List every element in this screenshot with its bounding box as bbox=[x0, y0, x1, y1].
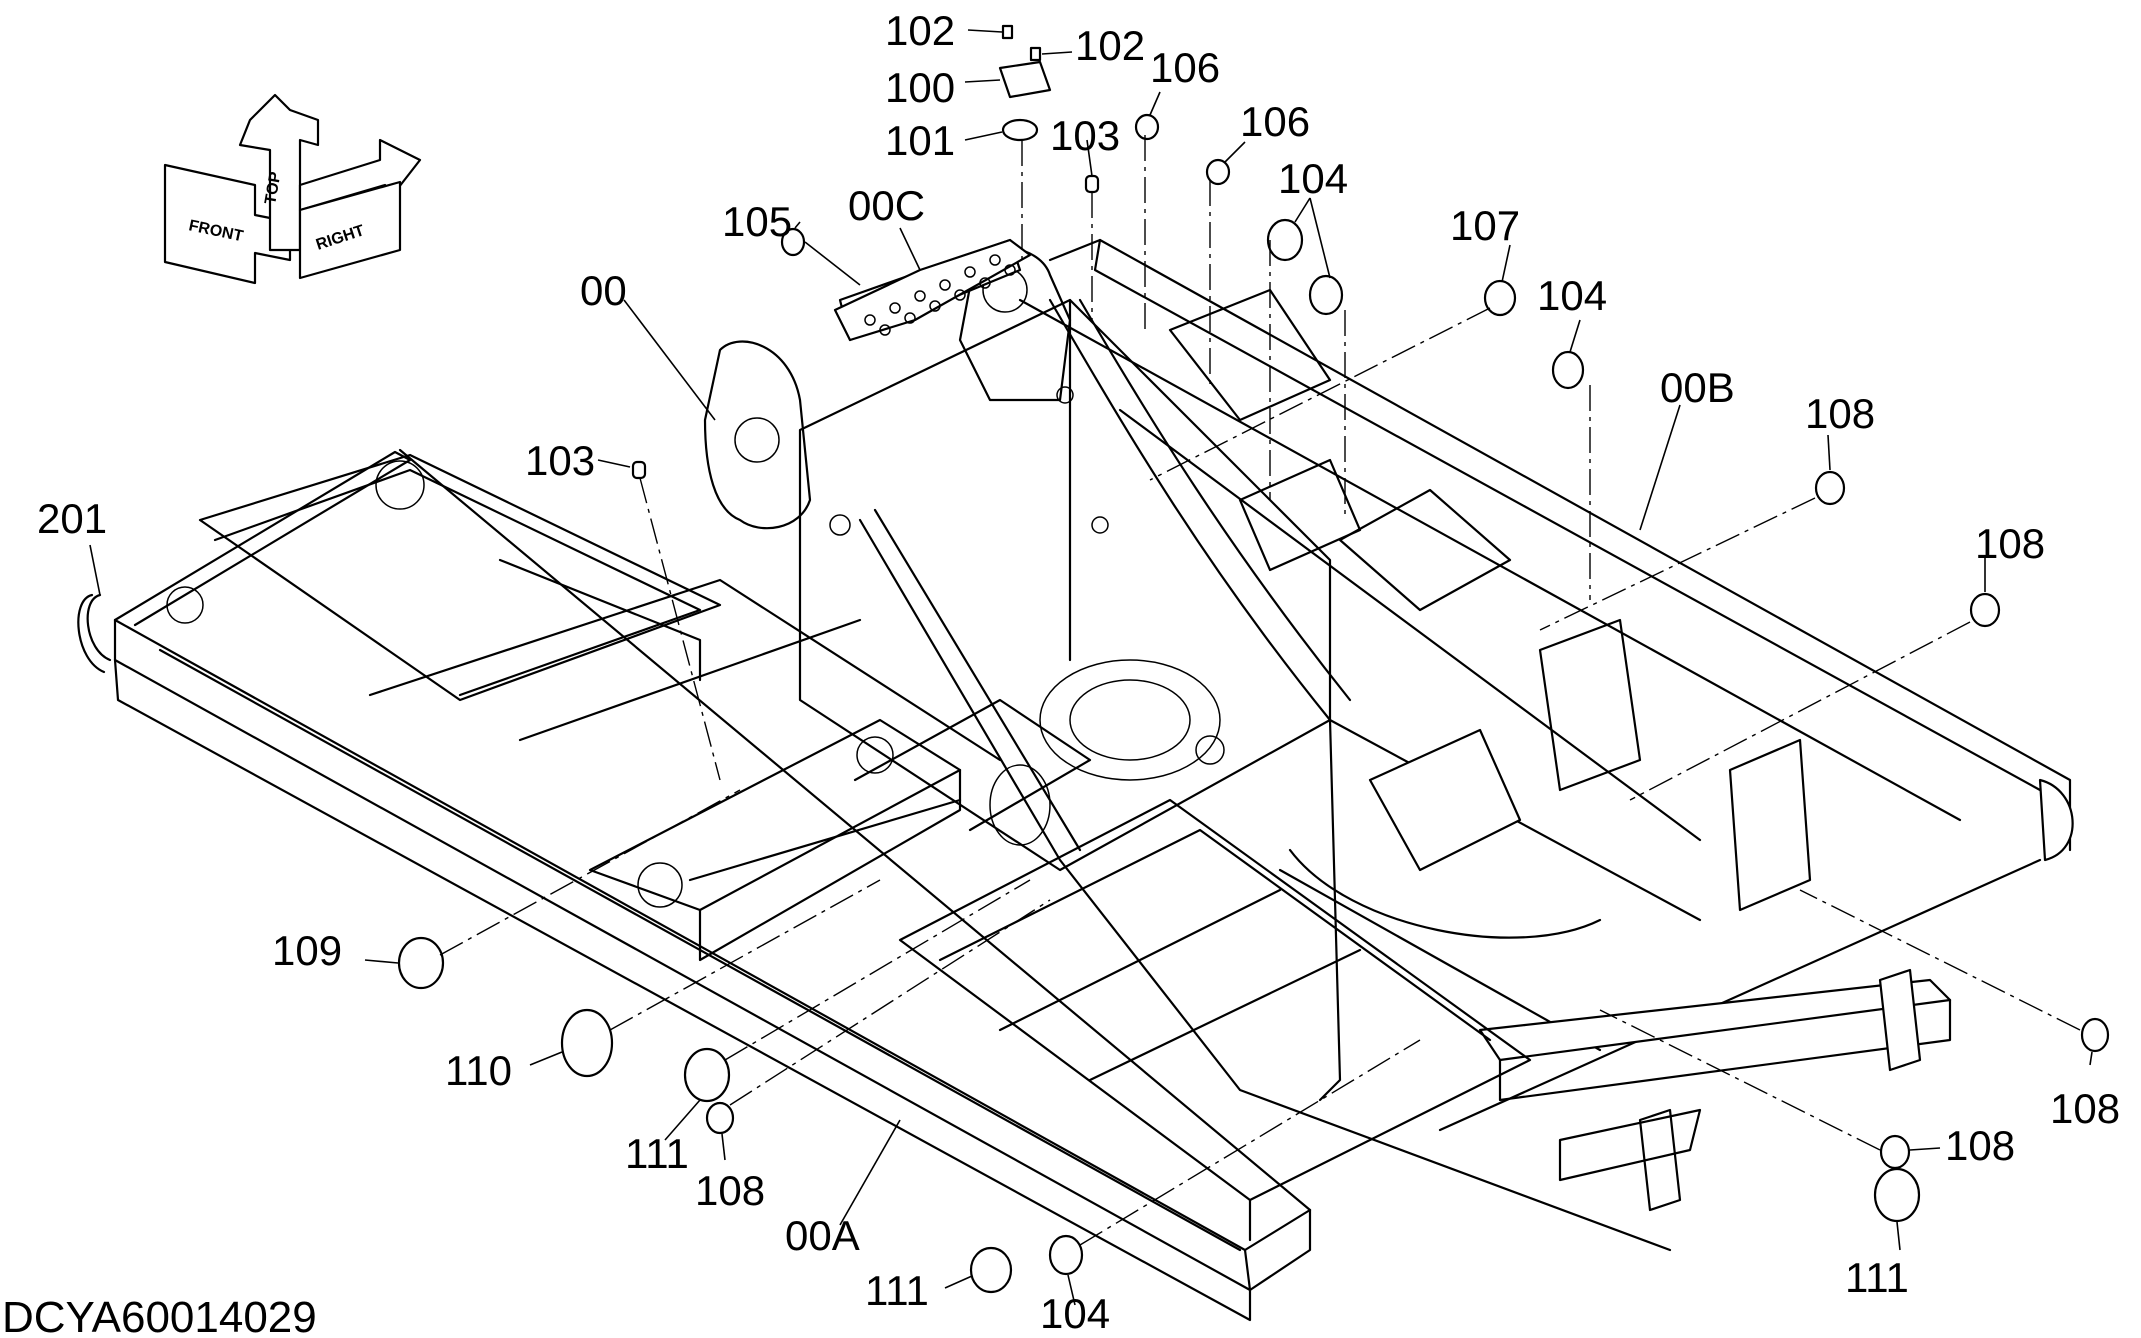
callout-101: 101 bbox=[885, 117, 955, 164]
callout-103-b: 103 bbox=[525, 437, 595, 484]
bushing-108-c bbox=[2080, 1017, 2110, 1053]
plate-100 bbox=[998, 60, 1052, 99]
callout-00: 00 bbox=[580, 267, 627, 314]
callout-111-a: 111 bbox=[625, 1130, 689, 1177]
callout-102-a: 102 bbox=[885, 7, 955, 54]
bolt-102-b bbox=[1029, 46, 1042, 62]
callout-201: 201 bbox=[37, 495, 107, 542]
plug-103-b bbox=[631, 460, 647, 480]
callout-106-a: 106 bbox=[1150, 44, 1220, 91]
callout-105: 105 bbox=[722, 198, 792, 245]
callout-labels: 102 102 100 106 101 103 106 104 105 00C … bbox=[37, 7, 2120, 1337]
callout-106-b: 106 bbox=[1240, 98, 1310, 145]
callout-102-b: 102 bbox=[1075, 22, 1145, 69]
bushing-110 bbox=[560, 1008, 614, 1078]
callout-110: 110 bbox=[445, 1047, 512, 1094]
bushing-108-b bbox=[1969, 592, 2001, 628]
callout-00c: 00C bbox=[848, 182, 925, 229]
bolt-102 bbox=[1001, 24, 1014, 40]
bushing-108-e bbox=[705, 1101, 735, 1135]
drawing-code: DCYA60014029 bbox=[2, 1293, 317, 1338]
callout-109: 109 bbox=[272, 927, 342, 974]
callout-108-c: 108 bbox=[695, 1167, 765, 1214]
callout-108-b: 108 bbox=[1975, 520, 2045, 567]
callout-108-a: 108 bbox=[1805, 390, 1875, 437]
plug-103 bbox=[1084, 174, 1100, 194]
callout-104-a: 104 bbox=[1278, 155, 1348, 202]
ring-106-b bbox=[1205, 158, 1231, 186]
bushing-104 bbox=[1266, 218, 1304, 262]
step-plate-00c bbox=[833, 238, 1032, 342]
bushing-104-d bbox=[1048, 1234, 1084, 1276]
callout-00a: 00A bbox=[785, 1212, 860, 1259]
bushing-104-b bbox=[1308, 274, 1344, 316]
callout-103-a: 103 bbox=[1050, 112, 1120, 159]
bushing-107 bbox=[1483, 279, 1517, 317]
callout-00b: 00B bbox=[1660, 364, 1735, 411]
small-parts bbox=[397, 24, 2110, 1294]
callout-108-e: 108 bbox=[2050, 1085, 2120, 1132]
leader-lines bbox=[89, 29, 2093, 1306]
bushing-104-c bbox=[1551, 350, 1585, 390]
bushing-111 bbox=[683, 1047, 731, 1103]
callout-108-d: 108 bbox=[1945, 1122, 2015, 1169]
swing-frame-drawing bbox=[77, 238, 2074, 1322]
callout-104-c: 104 bbox=[1040, 1290, 1110, 1337]
bushing-108 bbox=[1814, 470, 1846, 506]
top-label: TOP bbox=[262, 170, 284, 205]
bushing-108-d bbox=[1879, 1134, 1911, 1170]
callout-107: 107 bbox=[1450, 202, 1520, 249]
callout-104-b: 104 bbox=[1537, 272, 1607, 319]
orientation-indicator: FRONT TOP RIGHT bbox=[163, 93, 422, 285]
seal-105 bbox=[780, 227, 806, 257]
bushing-111-c bbox=[969, 1246, 1013, 1294]
callout-111-c: 111 bbox=[865, 1267, 929, 1314]
callout-111-b: 111 bbox=[1845, 1254, 1909, 1301]
o-ring-101 bbox=[1001, 118, 1039, 142]
callout-100: 100 bbox=[885, 64, 955, 111]
bushing-109 bbox=[397, 936, 445, 990]
bushing-111-b bbox=[1873, 1167, 1921, 1223]
ring-106 bbox=[1134, 113, 1160, 141]
